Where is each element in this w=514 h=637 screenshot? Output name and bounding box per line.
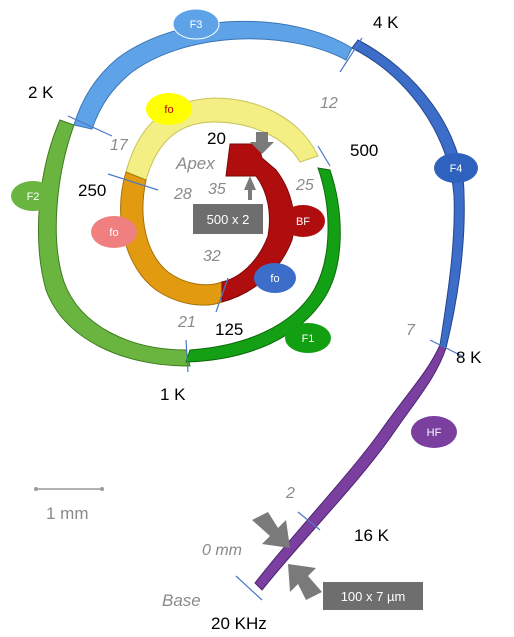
dist-32-label: 32 [203,248,221,265]
hf-region-band [254,344,447,591]
frequency-tick-marks [67,37,463,601]
freq-8k-label: 8 K [456,348,482,367]
svg-text:fo: fo [164,104,173,116]
hf-badge: HF [411,416,457,448]
dist-0mm-label: 0 mm [202,542,242,559]
fo-yellow-badge: fo [146,93,192,125]
freq-16k-label: 16 K [354,526,390,545]
svg-text:fo: fo [270,273,279,285]
freq-250-label: 250 [78,181,106,200]
f4-region-band [351,39,465,349]
dist-28-label: 28 [173,186,192,203]
base-arrow-right [288,564,322,600]
dist-17-label: 17 [110,137,129,154]
apex-arrow-bottom [244,176,256,200]
freq-125-label: 125 [215,320,243,339]
base-label: Base [162,591,201,610]
freq-1k-label: 1 K [160,385,186,404]
fo-pink-badge: fo [91,216,137,248]
scale-bar-label: 1 mm [46,504,89,523]
dist-35-label: 35 [208,181,226,198]
dist-21-label: 21 [177,314,196,331]
dist-25-label: 25 [295,177,314,194]
svg-text:F4: F4 [450,163,463,175]
base-arrow-left [252,512,290,548]
svg-text:F3: F3 [190,19,203,31]
svg-text:F1: F1 [302,333,315,345]
freq-20-label: 20 [207,129,226,148]
dist-2-label: 2 [285,485,295,502]
f2-region-band [37,119,191,367]
svg-text:100 x 7 µm: 100 x 7 µm [341,589,406,604]
f2-badge: F2 [11,181,55,211]
svg-text:F2: F2 [27,191,40,203]
fo-blue-badge: fo [254,263,296,293]
freq-2k-label: 2 K [28,83,54,102]
f3-badge: F3 [172,8,220,40]
svg-text:500 x 2: 500 x 2 [207,212,250,227]
apex-label: Apex [175,154,215,173]
apex-size-box: 500 x 2 [193,204,263,234]
scale-bar [34,487,104,491]
bf-badge: BF [281,205,325,237]
svg-text:fo: fo [109,227,118,239]
svg-text:BF: BF [296,216,310,228]
dist-7-label: 7 [406,322,416,339]
base-size-box: 100 x 7 µm [323,582,423,610]
freq-500-label: 500 [350,141,378,160]
f4-badge: F4 [434,153,478,183]
svg-text:HF: HF [427,427,442,439]
freq-4k-label: 4 K [373,13,399,32]
apex-arrow-top [250,132,274,154]
f1-badge: F1 [285,323,331,353]
freq-20khz-label: 20 KHz [211,614,267,633]
fo-orange-region-band [120,171,223,306]
dist-12-label: 12 [320,95,338,112]
